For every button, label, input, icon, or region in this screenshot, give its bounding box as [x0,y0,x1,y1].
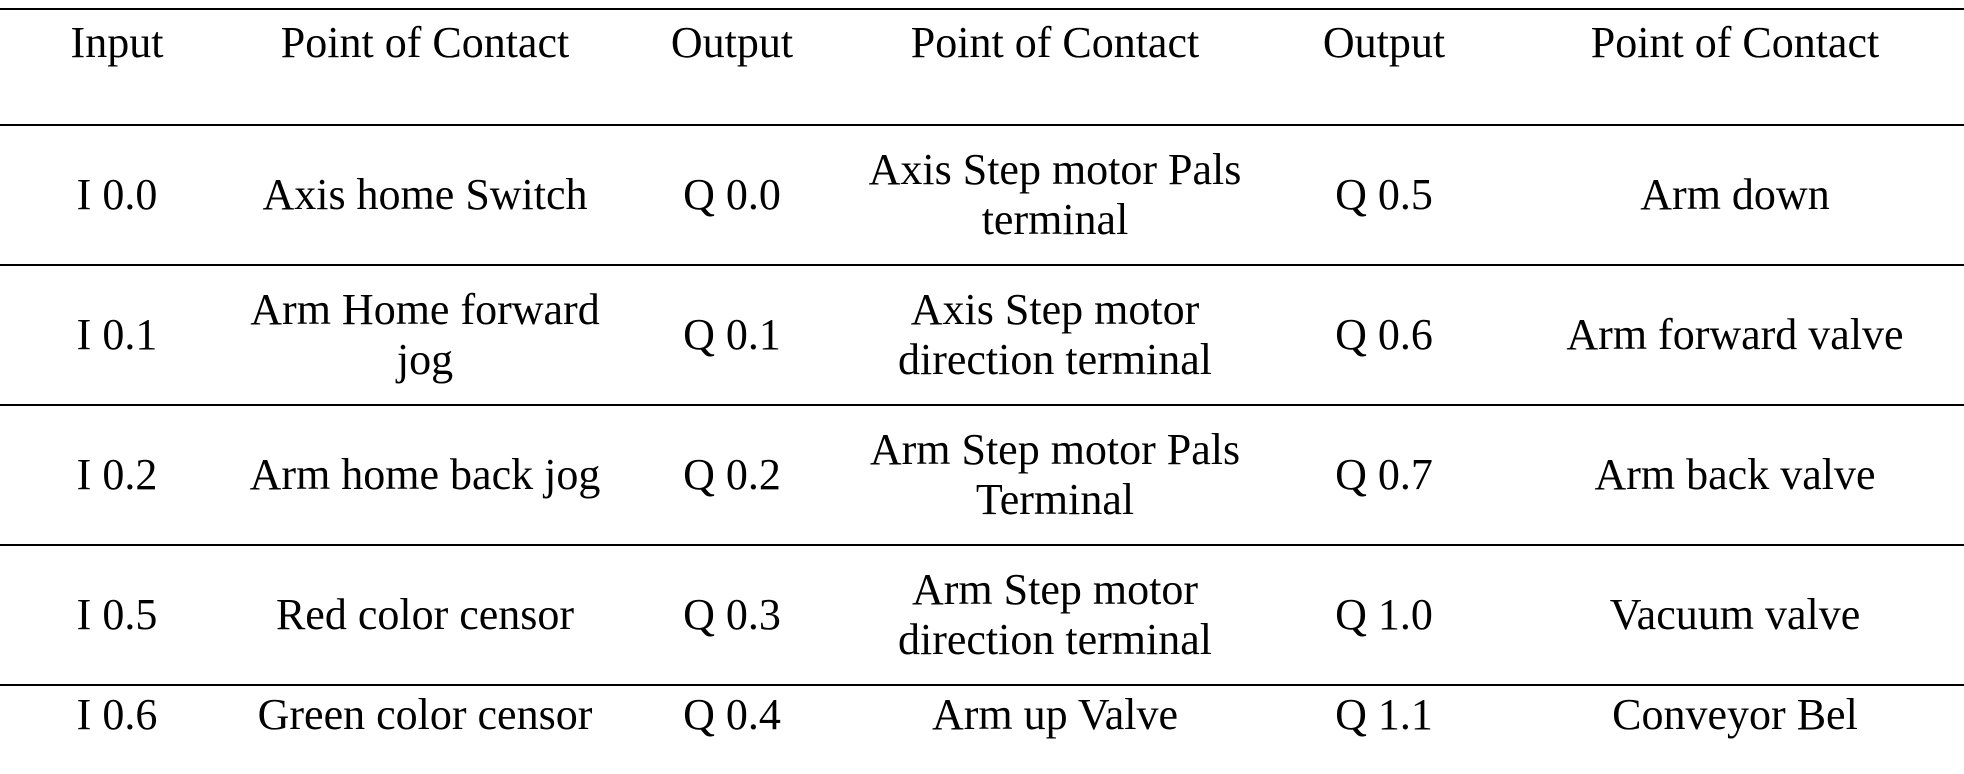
header-output-1-contact: Point of Contact [910,18,1200,67]
table-row: I 0.5 Red color censor Q 0.3 Arm Step mo… [0,545,1964,685]
table-row: I 0.0 Axis home Switch Q 0.0 Axis Step m… [0,125,1964,265]
table-cell: Q 0.7 [1335,450,1433,499]
table-row: I 0.1 Arm Home forward jog Q 0.1 Axis St… [0,265,1964,405]
table-cell: Axis home Switch [262,170,588,219]
table-cell: Q 0.1 [683,310,781,359]
table-cell: Q 1.0 [1335,590,1433,639]
table-cell: I 0.2 [76,450,158,499]
table-cell: Q 0.6 [1335,310,1433,359]
table-cell: Arm back valve [1594,450,1876,499]
table-cell: Arm up Valve [931,690,1179,739]
table-cell: I 0.0 [76,170,158,219]
table-cell: Red color censor [275,590,575,639]
header-input: Input [70,18,164,67]
table-cell: Q 0.5 [1335,170,1433,219]
table-cell: Arm forward valve [1566,310,1904,359]
table-cell: Axis Step motor Pals terminal [868,145,1242,244]
header-output-2: Output [1322,18,1446,67]
table-cell: Arm Step motor Pals Terminal [869,425,1241,524]
table-cell: Arm down [1640,170,1830,219]
table-cell: Q 0.0 [683,170,781,219]
table-cell: I 0.5 [76,590,158,639]
table-cell: I 0.6 [76,690,158,739]
header-output-2-contact: Point of Contact [1590,18,1880,67]
table-row: I 0.6 Green color censor Q 0.4 Arm up Va… [0,685,1964,749]
io-assignment-table: Input Point of Contact Output Point of C… [0,8,1964,749]
table-cell: Conveyor Bel [1612,690,1858,739]
table-cell: Axis Step motor direction terminal [898,285,1212,384]
table-cell: Q 0.2 [683,450,781,499]
table-cell: Arm home back jog [249,450,601,499]
table-cell: Arm Step motor direction terminal [898,565,1212,664]
table-body: I 0.0 Axis home Switch Q 0.0 Axis Step m… [0,125,1964,749]
table-cell: Q 0.3 [683,590,781,639]
table-row: I 0.2 Arm home back jog Q 0.2 Arm Step m… [0,405,1964,545]
table-cell: I 0.1 [76,310,158,359]
table-cell: Vacuum valve [1609,590,1861,639]
header-output-1: Output [670,18,794,67]
header-input-contact: Point of Contact [280,18,570,67]
table-cell: Q 1.1 [1335,690,1433,739]
table-cell: Green color censor [257,690,593,739]
table-cell: Arm Home forward jog [250,285,600,384]
header-row: Input Point of Contact Output Point of C… [0,9,1964,125]
table-cell: Q 0.4 [683,690,781,739]
table-header: Input Point of Contact Output Point of C… [0,9,1964,125]
